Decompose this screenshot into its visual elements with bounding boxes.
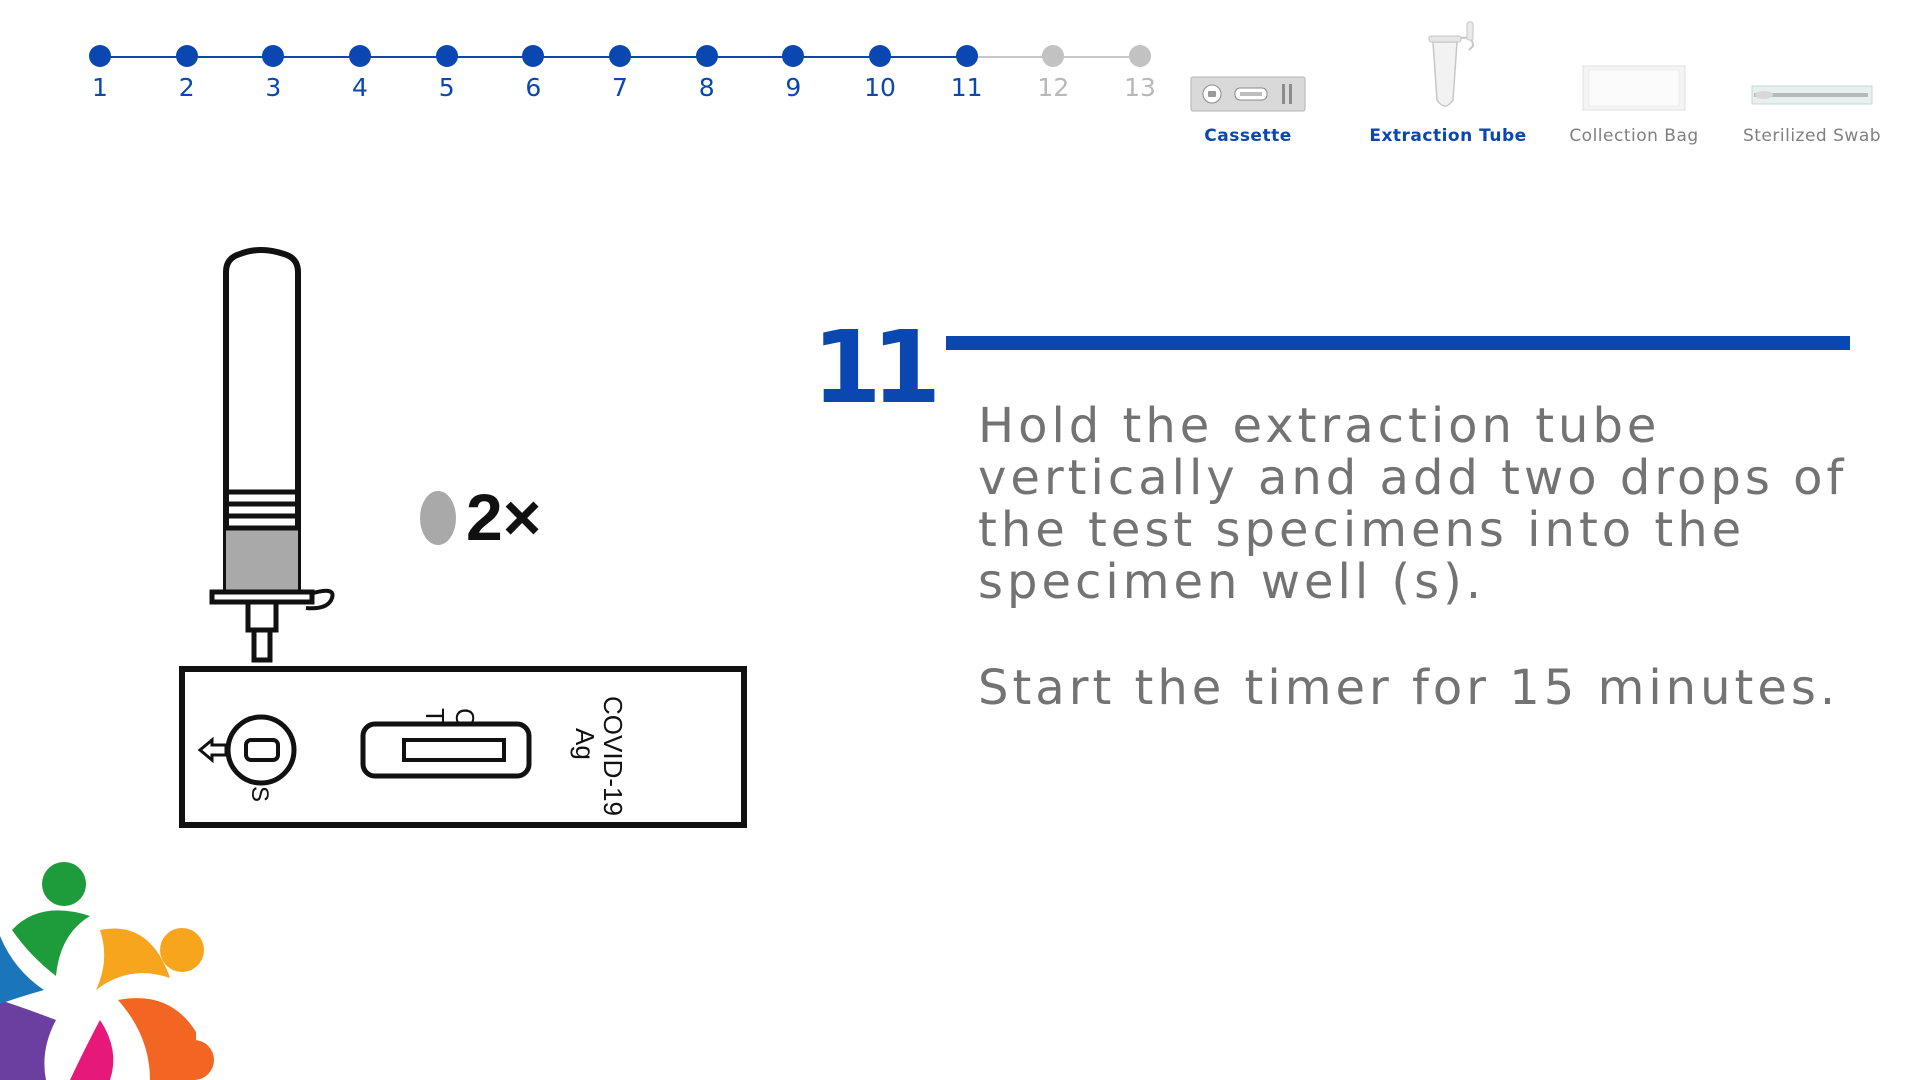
cassette-icon: [1190, 76, 1306, 112]
progress-step-3[interactable]: 3: [253, 38, 293, 102]
progress-dot: [262, 45, 285, 67]
progress-dot: [695, 45, 718, 67]
progress-dot: [349, 45, 371, 67]
progress-dot: [609, 45, 631, 67]
kit-item-sterilized-swab: Sterilized Swab: [1722, 20, 1902, 146]
progress-step-9[interactable]: 9: [773, 38, 813, 102]
progress-step-number: 4: [352, 73, 368, 102]
progress-step-number: 1: [92, 73, 108, 102]
cassette-label-t: T: [420, 708, 450, 724]
cassette-brand-line1: COVID-19: [598, 696, 628, 816]
progress-dot: [435, 45, 458, 67]
progress-step-10[interactable]: 10: [860, 38, 900, 102]
progress-dot: [175, 45, 198, 67]
kit-item-extraction-tube: Extraction Tube: [1358, 20, 1538, 146]
extraction-tube-drawing: [209, 247, 335, 663]
progress-step-8[interactable]: 8: [687, 38, 727, 102]
progress-step-5[interactable]: 5: [427, 38, 467, 102]
test-cassette-drawing: C T S COVID-19 Ag: [179, 666, 747, 828]
progress-dot: [869, 45, 891, 67]
progress-step-number: 3: [265, 73, 282, 102]
kit-label-sterilized-swab: Sterilized Swab: [1742, 126, 1882, 146]
drops-count-label: 2×: [466, 480, 541, 554]
progress-step-13[interactable]: 13: [1120, 38, 1160, 102]
progress-step-1[interactable]: 1: [80, 38, 120, 102]
progress-step-number: 5: [438, 73, 455, 102]
progress-step-number: 8: [698, 73, 715, 102]
progress-dot: [955, 45, 978, 67]
progress-step-number: 13: [1124, 73, 1156, 102]
timer-instruction: Start the timer for 15 minutes.: [978, 660, 1840, 716]
kit-item-collection-bag: Collection Bag: [1544, 20, 1724, 146]
specimen-drop-illustration: 2× C T S COVID-19 Ag: [179, 247, 747, 828]
cassette-label-s: S: [246, 786, 273, 802]
step-number: 11: [812, 309, 941, 426]
cassette-brand-line2: Ag: [570, 728, 600, 760]
progress-dot: [89, 45, 111, 67]
progress-step-2[interactable]: 2: [167, 38, 207, 102]
sample-arrow-icon: [197, 736, 228, 764]
progress-dot: [1129, 45, 1151, 67]
progress-step-number: 9: [785, 73, 802, 102]
progress-step-number: 6: [525, 73, 542, 102]
cassette-label-c: C: [450, 708, 480, 727]
drop-icon: [420, 491, 456, 545]
progress-step-4[interactable]: 4: [340, 38, 380, 102]
community-logo-icon: [0, 862, 214, 1080]
progress-step-11[interactable]: 11: [947, 38, 987, 102]
progress-dot: [1042, 45, 1065, 67]
progress-step-7[interactable]: 7: [600, 38, 640, 102]
progress-step-number: 12: [1037, 73, 1070, 102]
kit-item-cassette: Cassette: [1158, 20, 1338, 146]
collection-bag-icon: [1582, 65, 1686, 111]
kit-label-extraction-tube: Extraction Tube: [1369, 126, 1527, 146]
kit-label-cassette: Cassette: [1204, 126, 1292, 146]
progress-step-number: 11: [950, 73, 983, 102]
extraction-tube-icon: [1428, 21, 1475, 107]
kit-label-collection-bag: Collection Bag: [1569, 126, 1699, 146]
step-instruction: Hold the extraction tube vertically and …: [978, 398, 1848, 610]
progress-dot: [782, 45, 805, 67]
progress-step-number: 2: [178, 73, 195, 102]
progress-step-6[interactable]: 6: [513, 38, 553, 102]
progress-step-number: 10: [864, 73, 896, 102]
progress-step-12[interactable]: 12: [1033, 38, 1073, 102]
progress-step-number: 7: [612, 73, 628, 102]
step-divider: [946, 336, 1850, 350]
sterilized-swab-icon: [1751, 85, 1873, 105]
progress-dot: [522, 45, 545, 67]
